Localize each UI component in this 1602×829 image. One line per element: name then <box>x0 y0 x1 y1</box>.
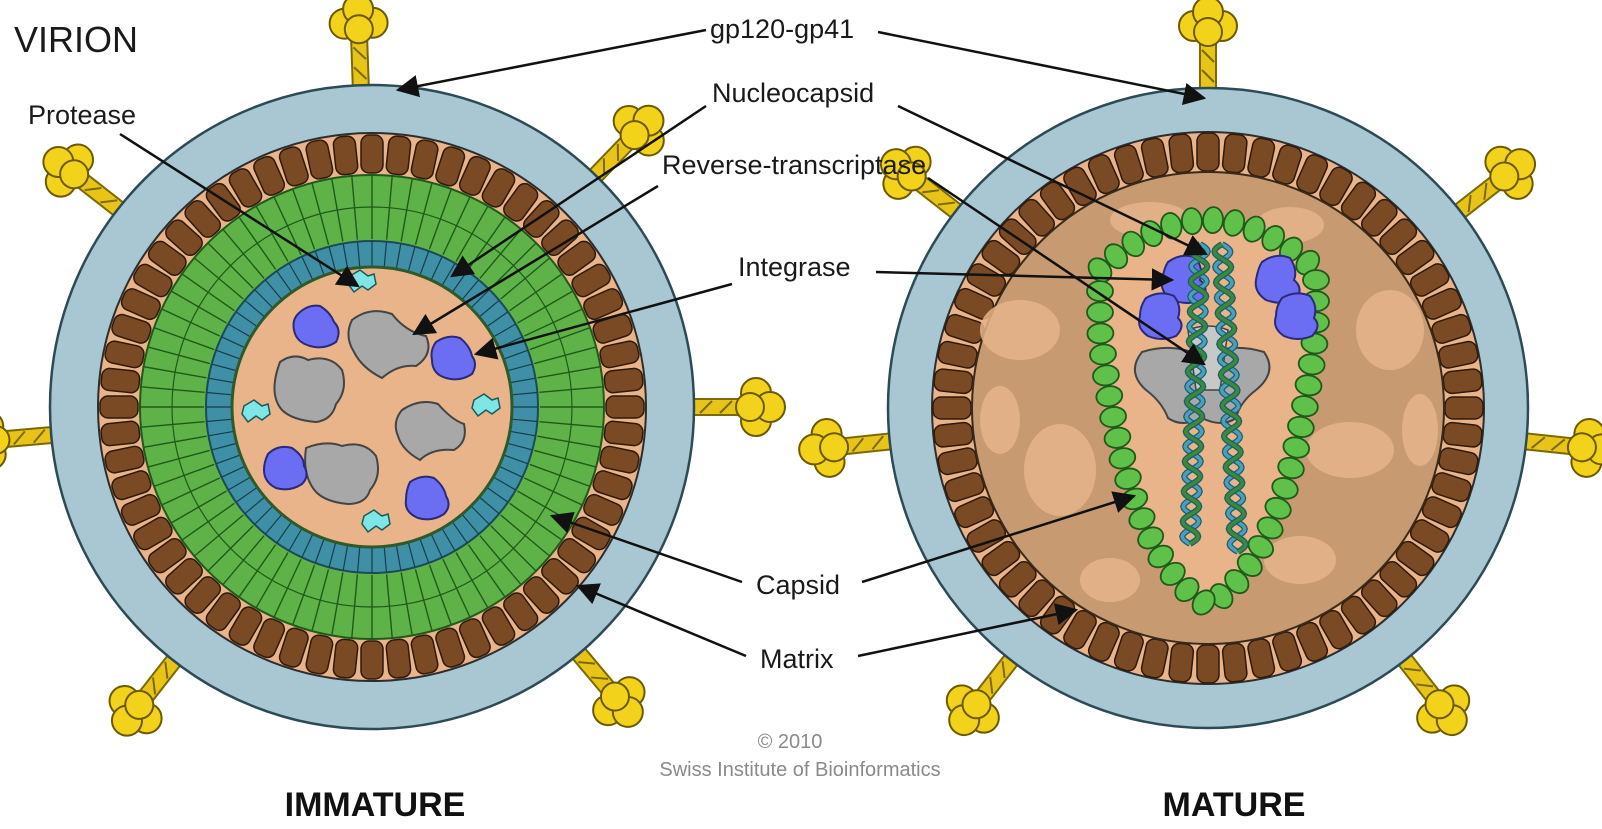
caption-immature: IMMATURE <box>285 786 466 824</box>
label-capsid: Capsid <box>756 570 840 600</box>
matrix-protein <box>1445 397 1483 419</box>
matrix-protein <box>333 639 359 679</box>
copyright-year: © 2010 <box>758 731 823 753</box>
integrase-blob <box>1139 293 1182 339</box>
label-integrase: Integrase <box>738 252 851 282</box>
capsid-protein <box>1087 302 1113 322</box>
matrix-protein <box>1168 643 1194 683</box>
matrix-protein <box>100 368 140 394</box>
matrix-protein <box>361 135 383 173</box>
matrix-protein <box>933 422 973 448</box>
matrix-protein <box>933 397 971 419</box>
matrix-protein <box>100 396 138 418</box>
copyright-institute: Swiss Institute of Bioinformatics <box>659 759 940 781</box>
capsid-protein <box>1087 323 1114 344</box>
matrix-protein <box>100 421 140 447</box>
matrix-protein <box>333 135 359 175</box>
matrix-protein <box>1197 133 1219 171</box>
matrix-protein <box>604 368 644 394</box>
label-protease: Protease <box>28 100 136 130</box>
matrix-protein <box>933 368 973 394</box>
matrix-protein <box>386 135 412 175</box>
mature-virion <box>796 0 1602 750</box>
label-reverse-transcriptase: Reverse-transcriptase <box>662 150 926 180</box>
capsid-protein <box>1303 270 1329 290</box>
label-nucleocapsid: Nucleocapsid <box>712 78 874 108</box>
matrix-protein <box>386 639 412 679</box>
label-gp120-gp41: gp120-gp41 <box>710 14 854 44</box>
core-interior-immature <box>232 267 512 547</box>
integrase-blob <box>1275 293 1318 339</box>
matrix-protein <box>1197 645 1219 683</box>
matrix-protein <box>606 396 644 418</box>
matrix-protein <box>361 641 383 679</box>
matrix-protein <box>1222 133 1248 173</box>
matrix-protein <box>1168 133 1194 173</box>
matrix-protein <box>1443 368 1483 394</box>
label-matrix: Matrix <box>760 644 834 674</box>
figure-title: VIRION <box>14 19 138 60</box>
arrow-gp120-immature <box>398 30 706 90</box>
capsid-protein <box>1087 281 1113 301</box>
reverse-transcriptase-blob <box>274 356 344 422</box>
matrix-protein <box>604 421 644 447</box>
matrix-protein <box>1443 422 1483 448</box>
caption-mature: MATURE <box>1163 786 1306 824</box>
matrix-protein <box>1222 643 1248 683</box>
arrow-gp120-mature <box>878 32 1204 98</box>
